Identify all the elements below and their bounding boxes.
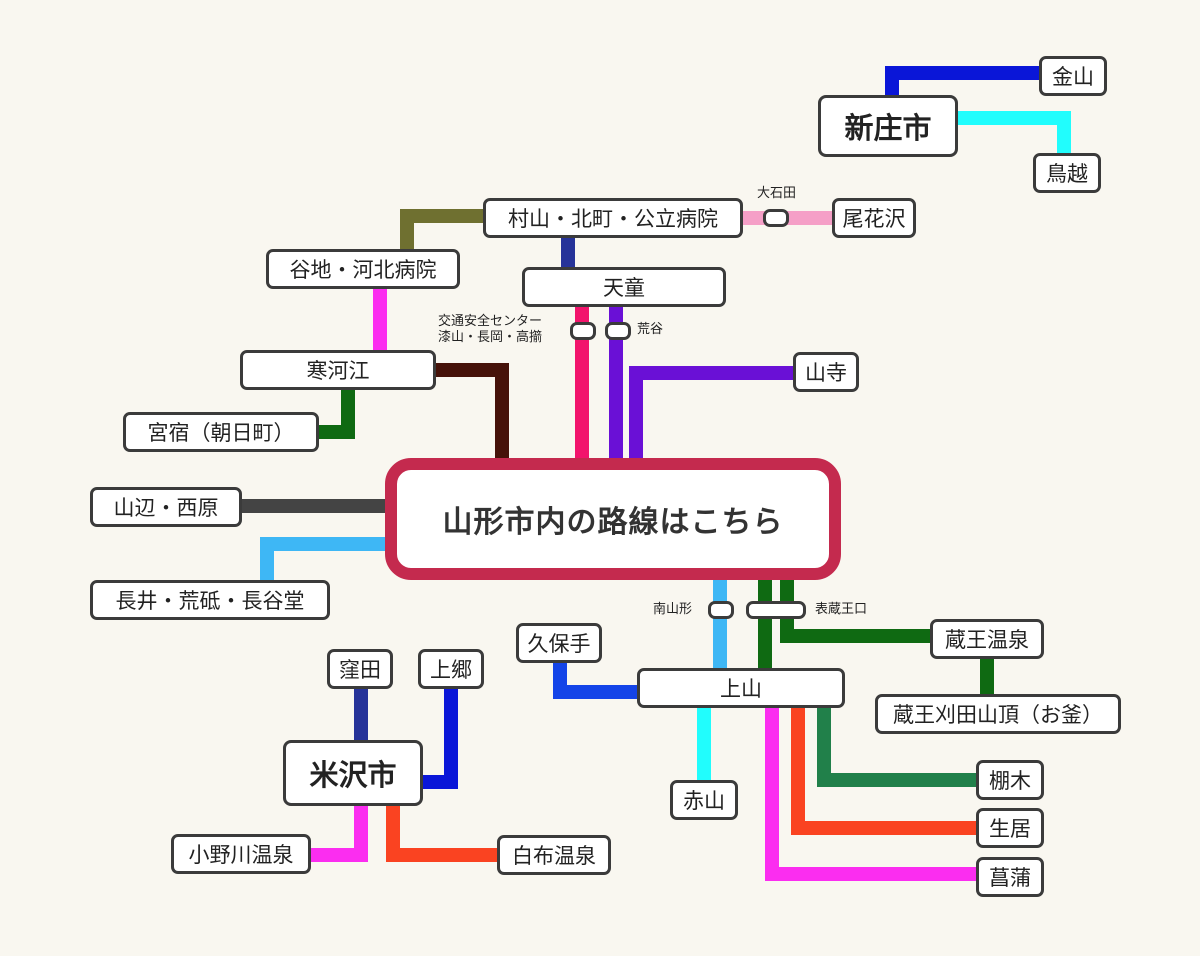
route-yachi-murayama [400, 209, 487, 250]
route-kaminoyama-shobu [765, 706, 980, 881]
route-yonezawa-shirabu [386, 802, 500, 862]
station-shinjo[interactable]: 新庄市 [818, 95, 958, 157]
station-yachi[interactable]: 谷地・河北病院 [266, 249, 460, 289]
stop-kotsu-label-2: 漆山・長岡・高擶 [438, 330, 543, 345]
station-namai[interactable]: 生居 [976, 808, 1044, 848]
station-torigoe[interactable]: 鳥越 [1033, 153, 1101, 193]
station-zaoonsen[interactable]: 蔵王温泉 [930, 619, 1044, 659]
route-sagae-miyajuku [316, 388, 355, 439]
station-yamanobe[interactable]: 山辺・西原 [90, 487, 242, 527]
route-kubote-kaminoyama [553, 660, 640, 699]
route-yonezawa-onogawa [308, 802, 368, 862]
stop-minamiyamagata-label: 南山形 [653, 602, 693, 617]
stop-kotsu-marker[interactable] [570, 322, 596, 340]
route-center-zaoonsen [780, 576, 933, 643]
route-shinjo-torigoe [955, 111, 1071, 155]
station-onogawa[interactable]: 小野川温泉 [171, 834, 311, 874]
stop-araya-label: 荒谷 [637, 322, 664, 337]
station-zaokatta[interactable]: 蔵王刈田山頂（お釜） [875, 694, 1121, 734]
route-shinjo-kaneyama [885, 66, 1045, 96]
stop-oishida-label: 大石田 [757, 186, 797, 201]
station-shobu[interactable]: 菖蒲 [976, 857, 1044, 897]
station-kamigo[interactable]: 上郷 [418, 649, 484, 689]
station-obanazawa[interactable]: 尾花沢 [832, 198, 916, 238]
stop-araya-marker[interactable] [605, 322, 631, 340]
stop-minamiyamagata-marker[interactable] [708, 601, 734, 619]
stop-kotsu-label-1: 交通安全センター [438, 314, 543, 329]
station-kubota[interactable]: 窪田 [327, 649, 393, 689]
route-kaminoyama-namai [791, 706, 980, 835]
station-kaminoyama[interactable]: 上山 [637, 668, 845, 708]
route-center-nagai [260, 537, 390, 585]
station-yonezawa[interactable]: 米沢市 [283, 740, 423, 806]
center-yamagata-city-button[interactable]: 山形市内の路線はこちら [385, 458, 841, 580]
station-shirabu[interactable]: 白布温泉 [497, 835, 611, 875]
station-tendo[interactable]: 天童 [522, 267, 726, 307]
station-murayama[interactable]: 村山・北町・公立病院 [483, 198, 743, 238]
station-sagae[interactable]: 寒河江 [240, 350, 436, 390]
station-akayama[interactable]: 赤山 [670, 780, 738, 820]
route-kaminoyama-tsunoki [817, 706, 980, 787]
route-sagae-center [433, 363, 509, 462]
station-kaneyama[interactable]: 金山 [1039, 56, 1107, 96]
stop-omotezaoguchi-label: 表蔵王口 [815, 602, 868, 617]
stop-omotezaoguchi-marker[interactable] [746, 601, 806, 619]
station-tsunoki[interactable]: 棚木 [976, 760, 1044, 800]
station-kubote[interactable]: 久保手 [516, 623, 602, 663]
station-miyajuku[interactable]: 宮宿（朝日町） [123, 412, 319, 452]
route-kamigo-yonezawa [420, 688, 458, 789]
stop-oishida-marker[interactable] [763, 209, 789, 227]
station-yamadera[interactable]: 山寺 [793, 352, 859, 392]
route-yamadera-center [629, 366, 795, 462]
station-nagai[interactable]: 長井・荒砥・長谷堂 [90, 580, 330, 620]
